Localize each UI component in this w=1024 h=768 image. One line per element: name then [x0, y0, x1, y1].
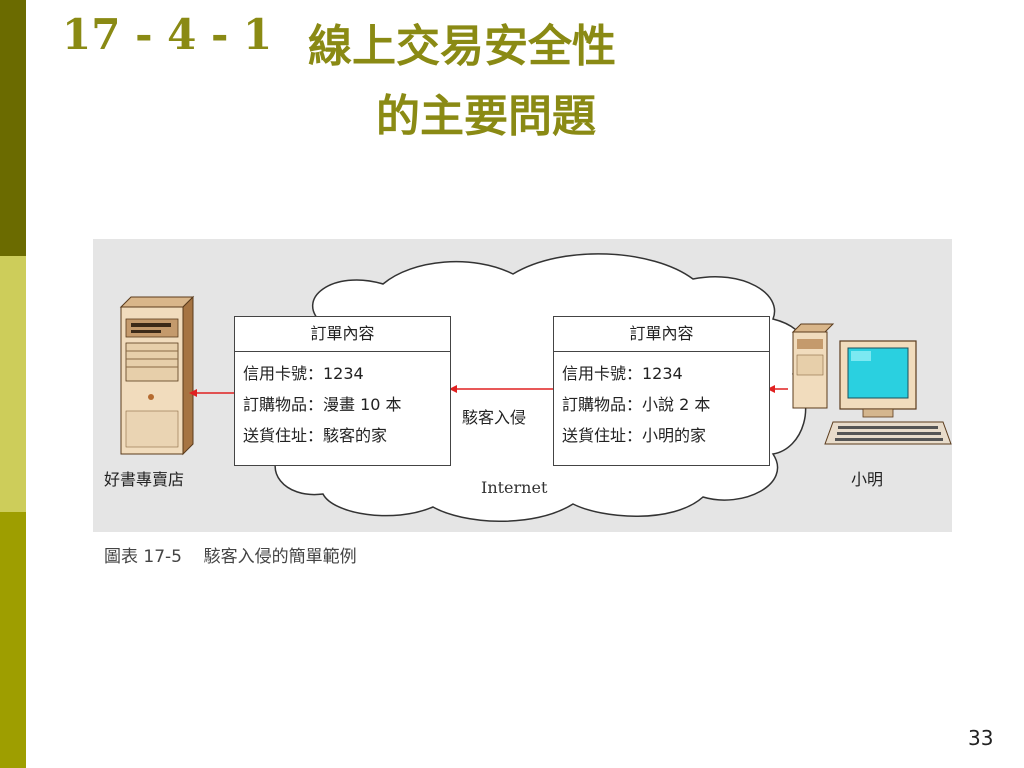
order-item: 訂購物品：小說 2 本 — [562, 395, 711, 414]
title-line1: 線上交易安全性 — [308, 21, 616, 72]
figure-caption: 圖表 17-5 駭客入侵的簡單範例 — [104, 547, 357, 567]
order-card-number: 信用卡號：1234 — [562, 364, 683, 383]
order-header: 訂單內容 — [554, 317, 769, 352]
sidebar-accent-bottom — [0, 512, 26, 768]
original-order-box: 訂單內容 信用卡號：1234 訂購物品：小說 2 本 送貨住址：小明的家 — [553, 316, 770, 466]
title-line2: 的主要問題 — [376, 91, 596, 142]
order-item: 訂購物品：漫畫 10 本 — [243, 395, 402, 414]
page-number: 33 — [968, 726, 994, 750]
desktop-computer-icon — [791, 323, 952, 445]
hacked-order-box: 訂單內容 信用卡號：1234 訂購物品：漫畫 10 本 送貨住址：駭客的家 — [234, 316, 451, 466]
order-address: 送貨住址：駭客的家 — [243, 426, 388, 445]
internet-label: Internet — [481, 478, 548, 497]
order-address: 送貨住址：小明的家 — [562, 426, 707, 445]
order-header: 訂單內容 — [235, 317, 450, 352]
server-tower-icon — [119, 295, 195, 456]
title-number: 17 - 4 - 1 — [62, 10, 273, 59]
attack-arrows — [189, 385, 788, 397]
user-label: 小明 — [851, 470, 884, 489]
order-card-number: 信用卡號：1234 — [243, 364, 364, 383]
hacker-diagram: 訂單內容 信用卡號：1234 訂購物品：漫畫 10 本 送貨住址：駭客的家 訂單… — [93, 239, 952, 532]
hacker-label: 駭客入侵 — [462, 408, 527, 427]
sidebar-accent-middle — [0, 256, 26, 512]
store-label: 好書專賣店 — [104, 470, 185, 489]
sidebar-accent-top — [0, 0, 26, 256]
